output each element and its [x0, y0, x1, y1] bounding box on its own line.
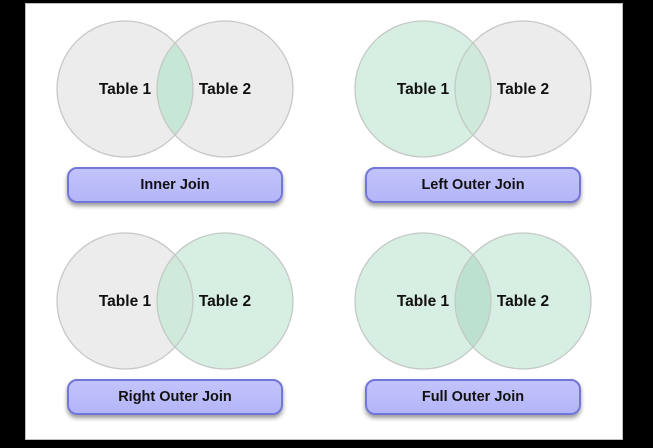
left-circle-outline: [56, 232, 194, 370]
table1-label: Table 1: [397, 293, 450, 310]
table2-label: Table 2: [199, 293, 251, 310]
left-outer-join-venn-diagram: Table 1 Table 2: [354, 20, 592, 158]
panel-left-outer-join: Table 1 Table 2 Left Outer Join: [324, 4, 622, 222]
right-outer-join-button[interactable]: Right Outer Join: [67, 379, 283, 415]
left-circle-fill: [57, 21, 193, 157]
inner-join-venn-diagram: Table 1 Table 2: [56, 20, 294, 158]
left-circle-fill: [355, 233, 491, 369]
right-circle-fill: [157, 21, 293, 157]
table1-label: Table 1: [99, 293, 152, 310]
right-circle-outline: [156, 232, 294, 370]
inner-join-button[interactable]: Inner Join: [67, 167, 283, 203]
table1-label: Table 1: [99, 81, 152, 98]
left-circle-outline: [354, 232, 492, 370]
left-circle-outline: [354, 20, 492, 158]
left-circle-fill: [355, 21, 491, 157]
left-circle-fill: [57, 233, 193, 369]
panel-right-outer-join: Table 1 Table 2 Right Outer Join: [26, 222, 324, 439]
left-circle-outline: [56, 20, 194, 158]
right-circle-fill: [455, 233, 591, 369]
full-outer-join-venn-diagram: Table 1 Table 2: [354, 232, 592, 370]
right-outer-join-venn-diagram: Table 1 Table 2: [56, 232, 294, 370]
panel-full-outer-join: Table 1 Table 2 Full Outer Join: [324, 222, 622, 439]
table2-label: Table 2: [497, 81, 549, 98]
table2-label: Table 2: [199, 81, 251, 98]
diagram-canvas: Table 1 Table 2 Inner Join Table 1 Table…: [25, 3, 623, 440]
right-circle-outline: [454, 232, 592, 370]
table2-label: Table 2: [497, 293, 549, 310]
right-circle-fill: [157, 233, 293, 369]
left-outer-join-button[interactable]: Left Outer Join: [365, 167, 581, 203]
right-circle-fill: [455, 21, 591, 157]
table1-label: Table 1: [397, 81, 450, 98]
right-circle-outline: [454, 20, 592, 158]
panel-inner-join: Table 1 Table 2 Inner Join: [26, 4, 324, 222]
full-outer-join-button[interactable]: Full Outer Join: [365, 379, 581, 415]
right-circle-outline: [156, 20, 294, 158]
